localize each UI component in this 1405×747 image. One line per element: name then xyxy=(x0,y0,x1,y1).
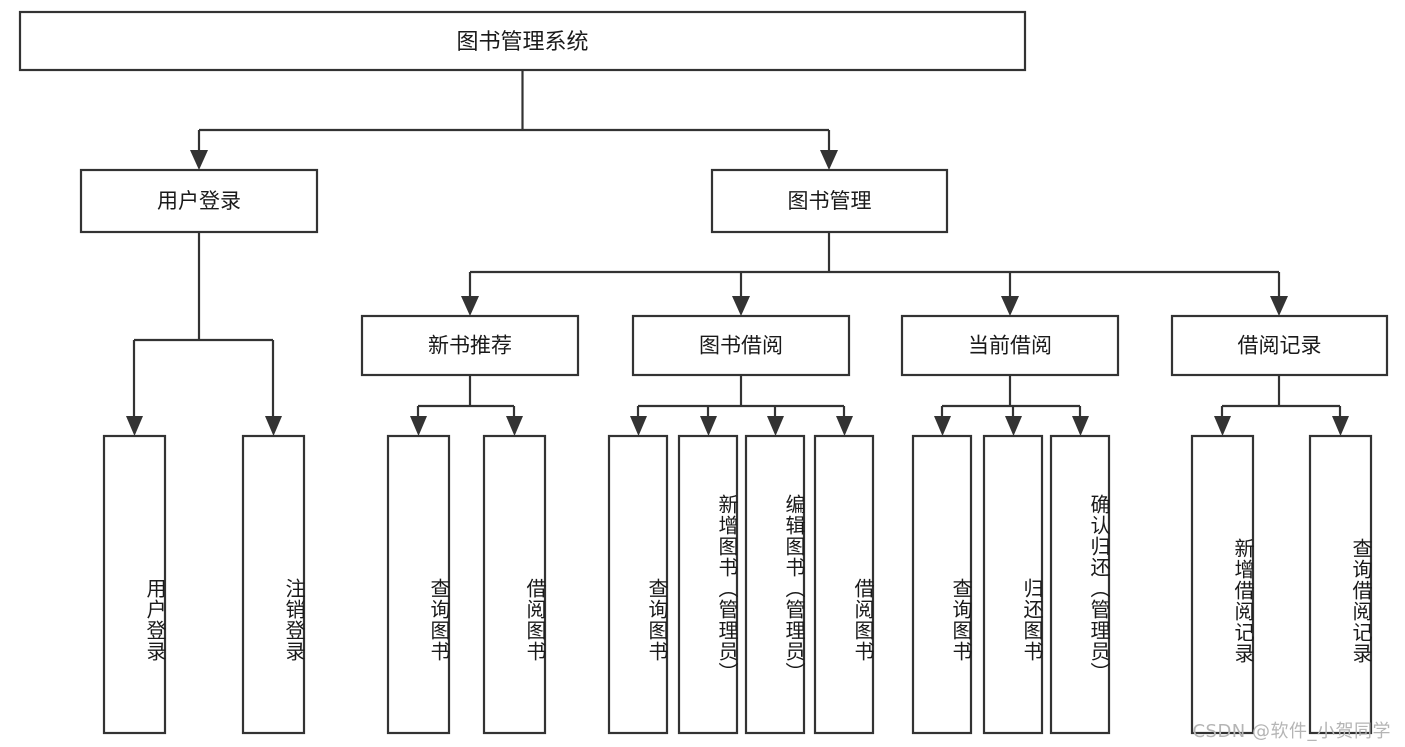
connector-group-newbook xyxy=(410,375,523,436)
leaf-box-borrow-book[interactable] xyxy=(813,434,875,735)
node-root-box[interactable] xyxy=(18,10,1027,72)
connector-group-root xyxy=(190,70,838,170)
leaf-box-borrow-book-rec[interactable] xyxy=(482,434,547,735)
leaf-boxes xyxy=(102,434,1373,735)
node-borrow-records-label: 借阅记录 xyxy=(1238,334,1322,358)
arrowhead-borrow-leaf-3 xyxy=(767,416,784,436)
leaf-box-add-book-admin[interactable] xyxy=(677,434,739,735)
node-user-login-box[interactable] xyxy=(79,168,319,234)
leaf-box-return-book[interactable] xyxy=(982,434,1044,735)
node-borrow-records[interactable]: 借阅记录 xyxy=(1170,314,1389,377)
node-new-book-recommend[interactable]: 新书推荐 xyxy=(360,314,580,377)
arrowhead-current-leaf-3 xyxy=(1072,416,1089,436)
arrowhead-bookmgmt-borrow xyxy=(732,296,750,316)
node-book-borrow-box[interactable] xyxy=(631,314,851,377)
arrowhead-borrow-leaf-4 xyxy=(836,416,853,436)
arrowhead-bookmgmt-records xyxy=(1270,296,1288,316)
node-book-management-label: 图书管理 xyxy=(788,189,872,213)
node-new-book-recommend-label: 新书推荐 xyxy=(428,334,512,358)
node-borrow-records-box[interactable] xyxy=(1170,314,1389,377)
node-current-borrow-box[interactable] xyxy=(900,314,1120,377)
arrowhead-bookmgmt-newbook xyxy=(461,296,479,316)
leaf-box-logout[interactable] xyxy=(241,434,306,735)
arrowhead-borrow-leaf-2 xyxy=(700,416,717,436)
connector-group-login xyxy=(126,232,282,436)
leaf-box-query-book-borrow[interactable] xyxy=(607,434,669,735)
arrowhead-root-to-login xyxy=(190,150,208,170)
node-user-login[interactable]: 用户登录 xyxy=(79,168,319,234)
leaf-box-edit-book-admin[interactable] xyxy=(744,434,806,735)
node-root-label: 图书管理系统 xyxy=(456,30,588,55)
node-current-borrow-label: 当前借阅 xyxy=(968,334,1052,358)
connector-group-current xyxy=(934,375,1089,436)
node-book-borrow-label: 图书借阅 xyxy=(699,334,783,358)
node-book-management[interactable]: 图书管理 xyxy=(710,168,949,234)
arrowhead-bookmgmt-current xyxy=(1001,296,1019,316)
connector-group-borrow xyxy=(630,375,853,436)
connector-group-bookmgmt xyxy=(461,232,1288,316)
arrowhead-login-leaf-2 xyxy=(265,416,282,436)
arrowhead-borrow-leaf-1 xyxy=(630,416,647,436)
arrowhead-root-to-bookmgmt xyxy=(820,150,838,170)
leaf-box-query-book-rec[interactable] xyxy=(386,434,451,735)
arrowhead-login-leaf-1 xyxy=(126,416,143,436)
node-book-management-box[interactable] xyxy=(710,168,949,234)
arrowhead-newbook-leaf-2 xyxy=(506,416,523,436)
arrowhead-current-leaf-2 xyxy=(1005,416,1022,436)
leaf-box-confirm-return-admin[interactable] xyxy=(1049,434,1111,735)
csdn-watermark: CSDN @软件_小贺同学 xyxy=(1192,721,1391,742)
leaf-box-user-login[interactable] xyxy=(102,434,167,735)
leaf-box-add-borrow-record[interactable] xyxy=(1190,434,1255,735)
leaf-box-query-borrow-record[interactable] xyxy=(1308,434,1373,735)
node-book-borrow[interactable]: 图书借阅 xyxy=(631,314,851,377)
leaf-box-query-book-current[interactable] xyxy=(911,434,973,735)
node-root[interactable]: 图书管理系统 xyxy=(18,10,1027,72)
arrowhead-records-leaf-1 xyxy=(1214,416,1231,436)
node-current-borrow[interactable]: 当前借阅 xyxy=(900,314,1120,377)
connector-group-records xyxy=(1214,375,1349,436)
arrowhead-current-leaf-1 xyxy=(934,416,951,436)
arrowhead-records-leaf-2 xyxy=(1332,416,1349,436)
node-new-book-recommend-box[interactable] xyxy=(360,314,580,377)
arrowhead-newbook-leaf-1 xyxy=(410,416,427,436)
node-user-login-label: 用户登录 xyxy=(157,189,241,213)
